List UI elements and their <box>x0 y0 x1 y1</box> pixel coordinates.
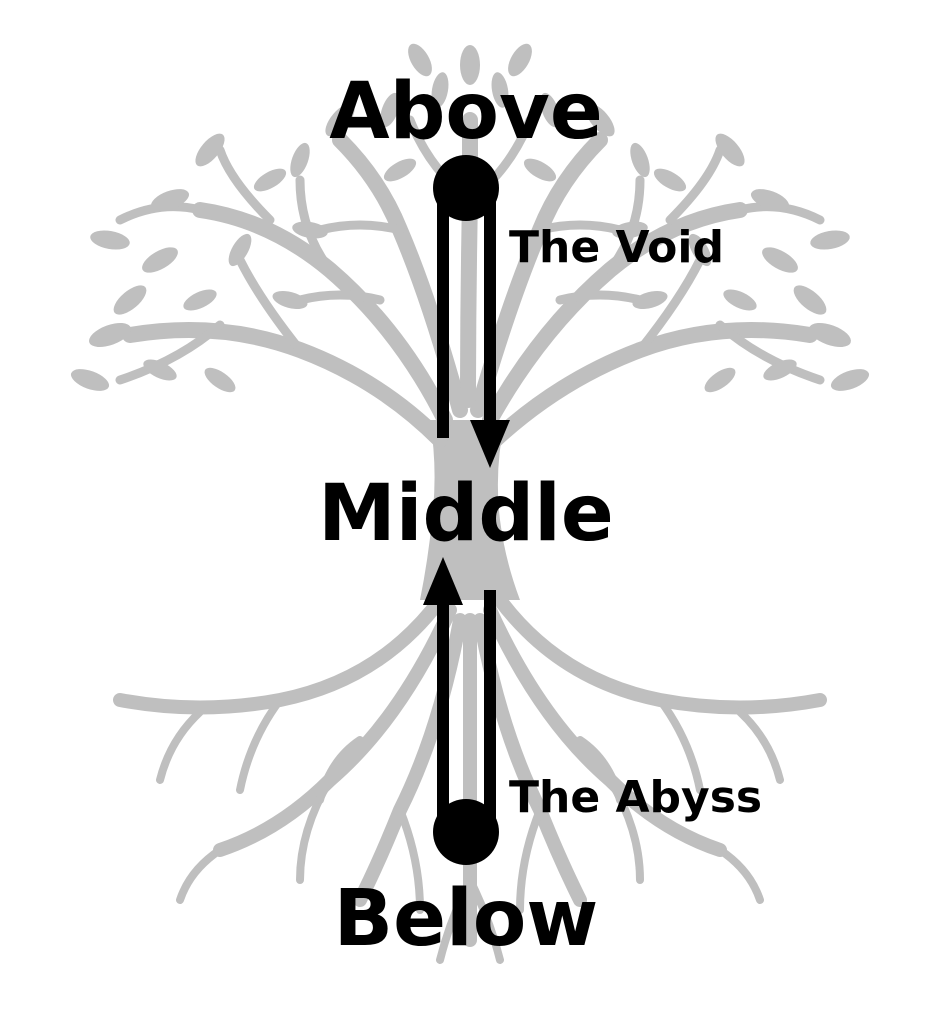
flow-arrows <box>423 155 510 865</box>
abyss-up-arrow-icon <box>423 557 463 605</box>
void-right-bar <box>484 190 496 435</box>
tree-leaves <box>70 43 870 393</box>
above-node <box>433 155 499 221</box>
label-above: Above <box>329 67 603 157</box>
void-left-bar <box>437 190 449 438</box>
below-node <box>433 799 499 865</box>
abyss-left-bar <box>437 590 449 832</box>
label-middle: Middle <box>318 469 614 559</box>
void-down-arrow-icon <box>470 420 510 468</box>
tree-of-life-icon <box>70 43 870 964</box>
abyss-right-bar <box>484 590 496 832</box>
label-abyss: The Abyss <box>509 772 762 823</box>
tree-trunk <box>420 420 520 600</box>
tree-rootlets <box>156 696 784 964</box>
label-void: The Void <box>509 222 724 273</box>
label-below: Below <box>334 874 599 964</box>
